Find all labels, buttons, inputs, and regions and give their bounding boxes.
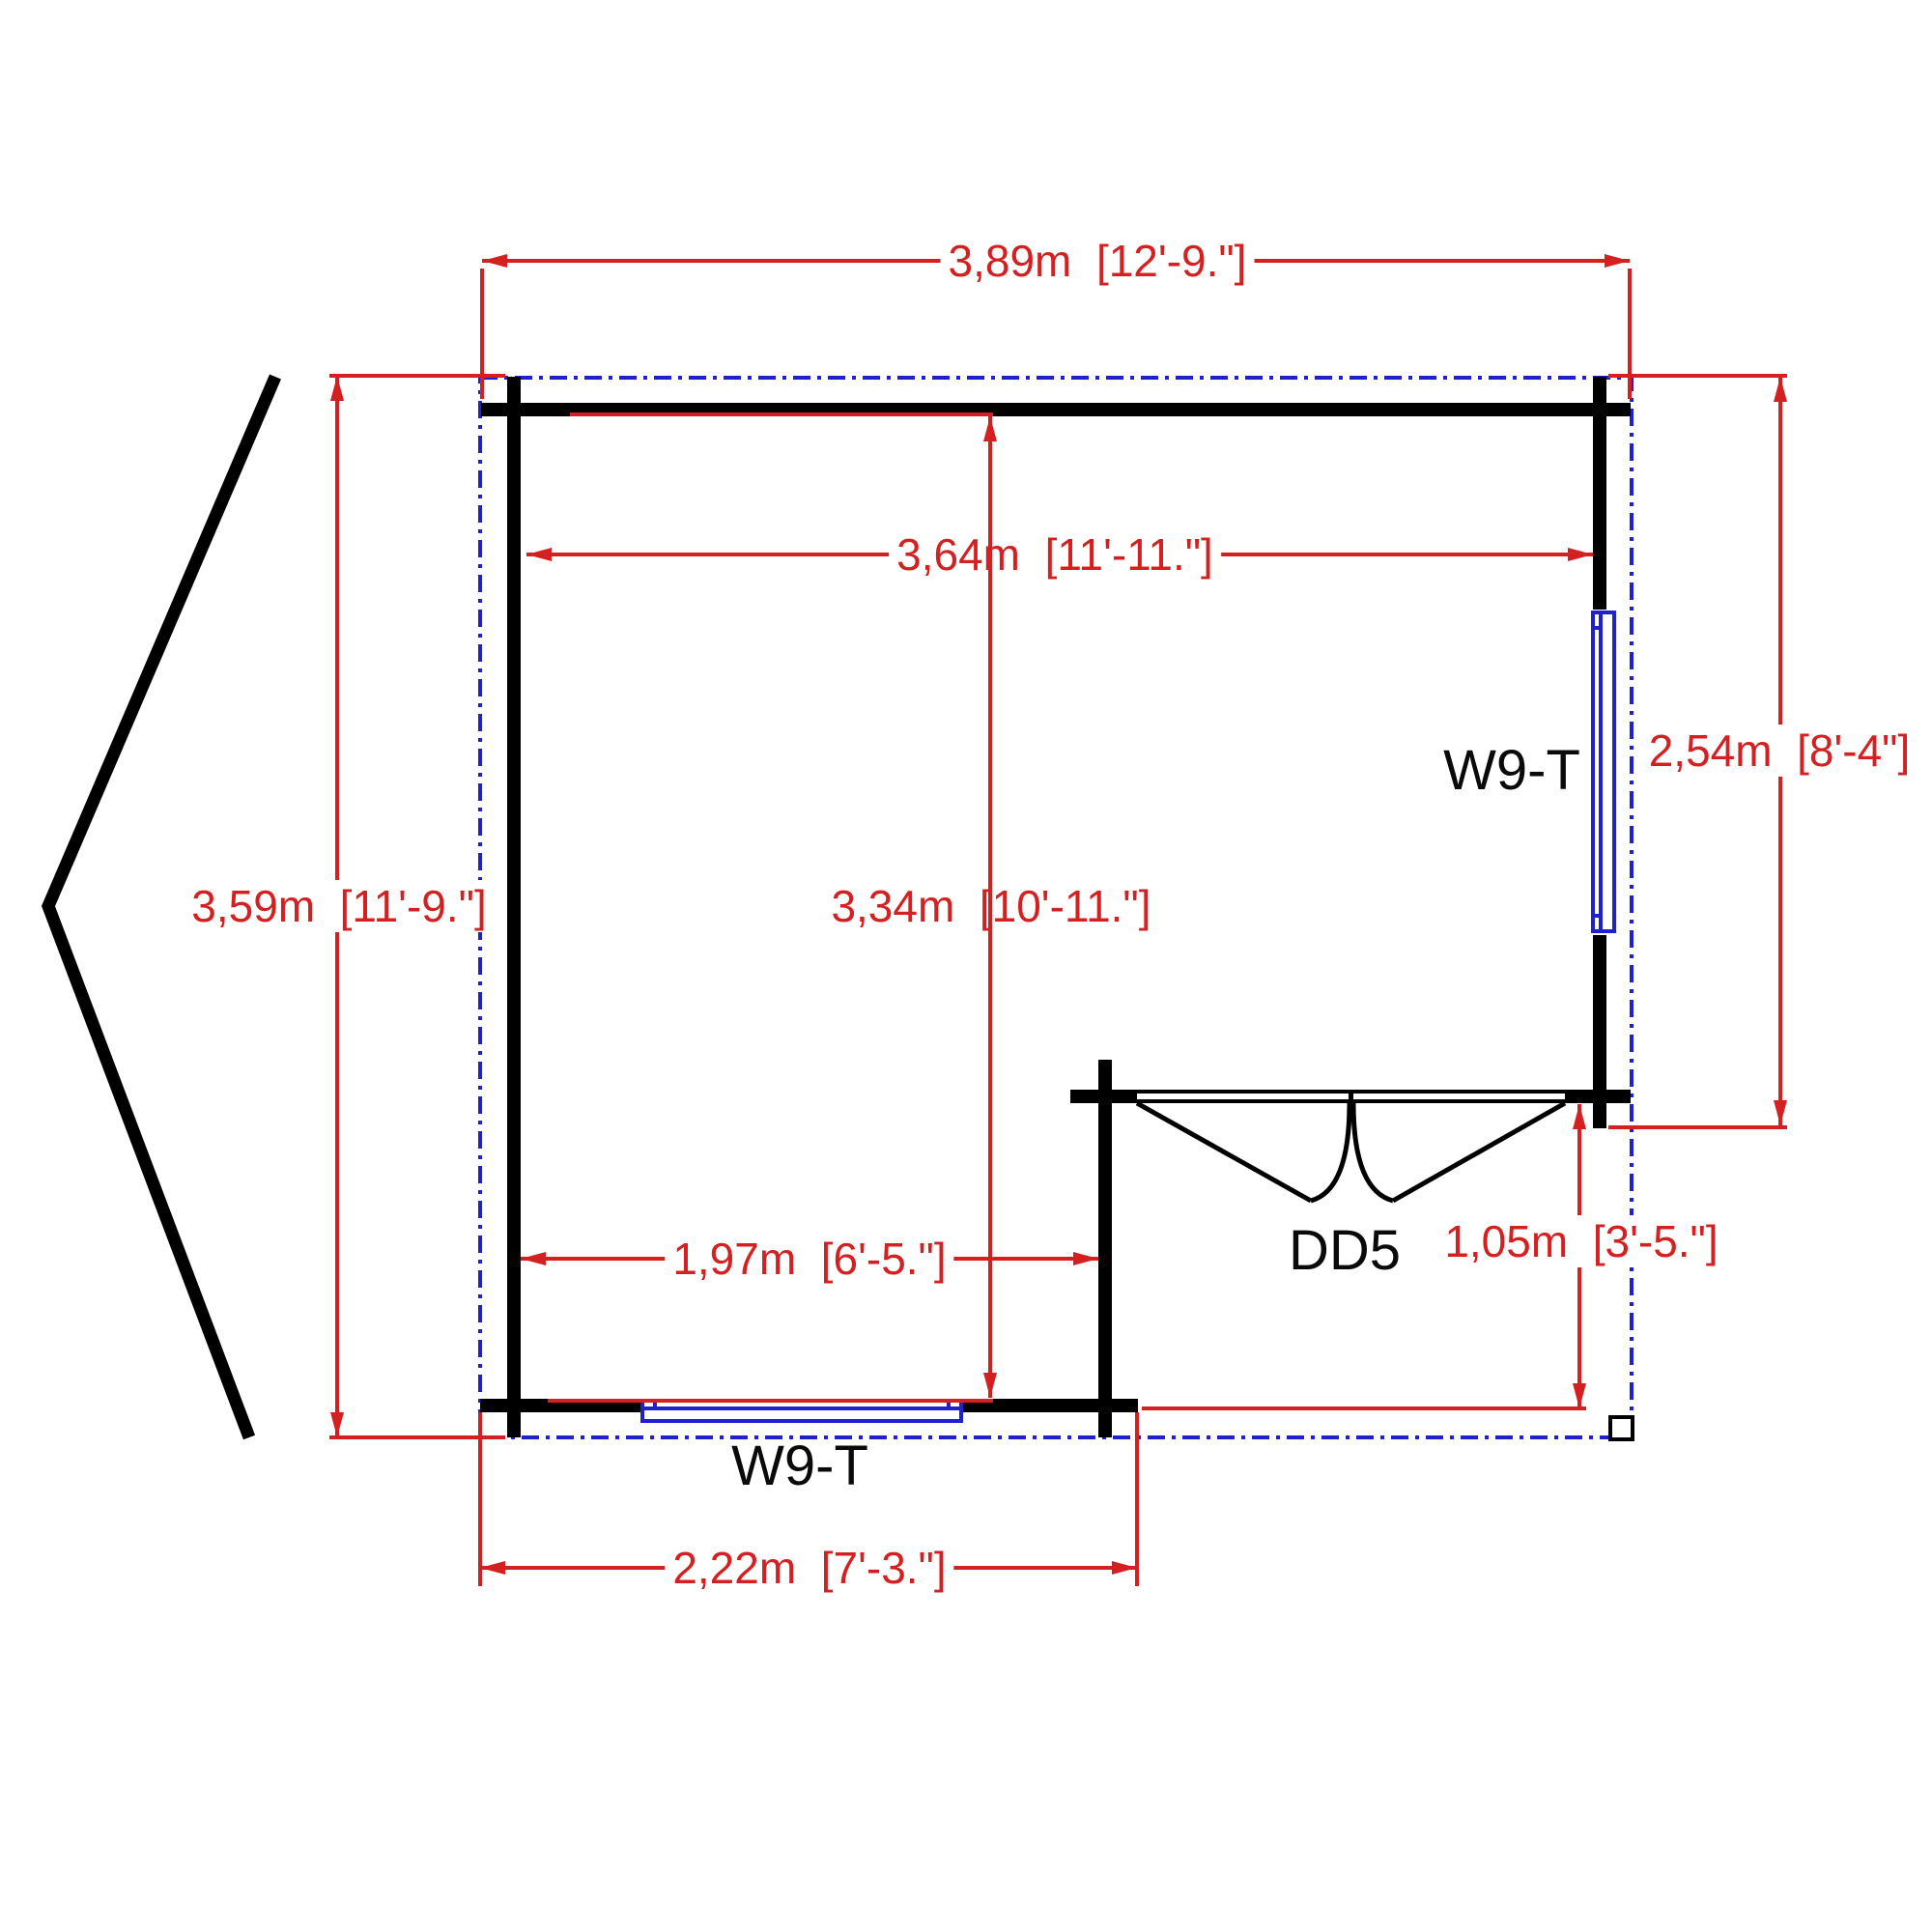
dimension-overall-depth: 3,59m [11'-9."] (184, 880, 495, 932)
arrow-bottom-width-right (1112, 1561, 1137, 1575)
door-leaf-meeting-tick (1349, 1090, 1353, 1103)
door-wall-stub-left (1070, 1090, 1137, 1103)
dimension-bottom-wall-width: 2,22m [7'-3."] (665, 1542, 954, 1594)
arrow-inner-width-right (1568, 548, 1593, 561)
label-window-right: W9-T (1443, 739, 1580, 802)
wall-bottom-right-segment (961, 1399, 1138, 1412)
dimension-porch-depth: 1,05m [3'-5."] (1436, 1215, 1726, 1267)
arrow-room-width-right (1073, 1252, 1098, 1265)
roof-overhang-outline (478, 376, 1634, 1439)
arrow-overall-depth-top (330, 376, 344, 401)
arrow-inner-depth-bottom (983, 1373, 997, 1398)
dimension-inner-width: 3,64m [11'-11."] (889, 528, 1221, 581)
door-wall-stub-right (1565, 1090, 1631, 1103)
wall-left (507, 377, 521, 1437)
double-door (1135, 1090, 1567, 1204)
door-right-swing-arc (1350, 1102, 1394, 1204)
label-window-bottom: W9-T (731, 1435, 868, 1497)
door-left-swing-arc (1310, 1102, 1352, 1204)
arrow-right-wall-top (1774, 377, 1787, 402)
dimension-right-wall-length: 2,54m [8'-4"] (1640, 724, 1918, 777)
arrow-right-wall-bottom (1774, 1100, 1787, 1125)
wall-internal-porch (1098, 1060, 1112, 1437)
wall-right-lower (1593, 935, 1606, 1128)
arrow-room-width-left (521, 1252, 546, 1265)
arrow-bottom-width-left (480, 1561, 505, 1575)
dimension-overall-width: 3,89m [12'-9."] (940, 235, 1255, 287)
door-right-leaf (1391, 1100, 1567, 1204)
wall-right-upper (1593, 377, 1606, 610)
arrow-inner-depth-top (983, 416, 997, 441)
arrow-porch-depth-bottom (1573, 1383, 1586, 1408)
label-double-door: DD5 (1288, 1219, 1402, 1282)
door-left-leaf (1135, 1100, 1313, 1204)
dimension-arrows (330, 254, 1787, 1575)
window-right (1591, 611, 1616, 933)
arrow-inner-width-left (526, 548, 552, 561)
arrow-porch-depth-top (1573, 1104, 1586, 1129)
arrow-overall-width-left (482, 254, 507, 268)
porch-corner-post (1608, 1415, 1634, 1441)
arrow-overall-depth-bottom (330, 1412, 344, 1437)
roof-apex-indicator-icon (41, 374, 281, 1440)
window-right-frame (1591, 611, 1616, 933)
arrow-overall-width-right (1605, 254, 1630, 268)
dimension-room-bottom-width: 1,97m [6'-5."] (665, 1233, 954, 1285)
